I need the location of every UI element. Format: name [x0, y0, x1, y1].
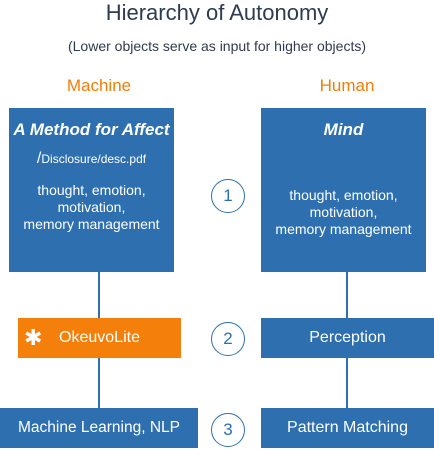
human-top-body: thought, emotion, motivation, memory man… — [261, 187, 426, 238]
level-2-badge: 2 — [211, 322, 245, 356]
pattern-matching-box: Pattern Matching — [261, 408, 434, 448]
body-line: thought, emotion, — [37, 182, 146, 198]
asterisk-icon: ✱ — [24, 325, 43, 350]
machine-learning-box: Machine Learning, NLP — [0, 408, 198, 448]
machine-top-box: A Method for Affect /Disclosure/desc.pdf… — [9, 108, 174, 272]
body-line: motivation, — [309, 204, 378, 220]
pattern-matching-label: Pattern Matching — [287, 419, 408, 436]
machine-top-title: A Method for Affect — [13, 120, 170, 139]
perception-box: Perception — [261, 318, 434, 358]
connector-line — [346, 272, 348, 318]
connector-line — [98, 358, 100, 408]
human-column-heading: Human — [319, 76, 375, 95]
okeuvolite-label: OkeuvoLite — [59, 329, 140, 346]
connector-line — [346, 358, 348, 408]
path-text: Disclosure/desc.pdf — [41, 152, 147, 166]
human-top-box: Mind thought, emotion, motivation, memor… — [261, 108, 426, 272]
path-slash: / — [36, 150, 42, 167]
connector-line — [98, 272, 100, 318]
machine-top-body: thought, emotion, motivation, memory man… — [9, 182, 174, 233]
perception-label: Perception — [309, 329, 386, 346]
level-1-badge: 1 — [211, 179, 245, 213]
okeuvolite-box: ✱ OkeuvoLite — [18, 318, 181, 358]
machine-learning-label: Machine Learning, NLP — [18, 419, 180, 436]
diagram-subtitle: (Lower objects serve as input for higher… — [67, 38, 367, 54]
human-top-title: Mind — [323, 120, 364, 139]
body-line: memory management — [275, 221, 412, 237]
machine-column-heading: Machine — [66, 76, 132, 95]
body-line: motivation, — [57, 199, 126, 215]
diagram-title: Hierarchy of Autonomy — [105, 0, 329, 25]
machine-top-path: /Disclosure/desc.pdf — [9, 150, 174, 168]
body-line: memory management — [23, 216, 160, 232]
level-3-badge: 3 — [211, 413, 245, 447]
body-line: thought, emotion, — [289, 187, 398, 203]
